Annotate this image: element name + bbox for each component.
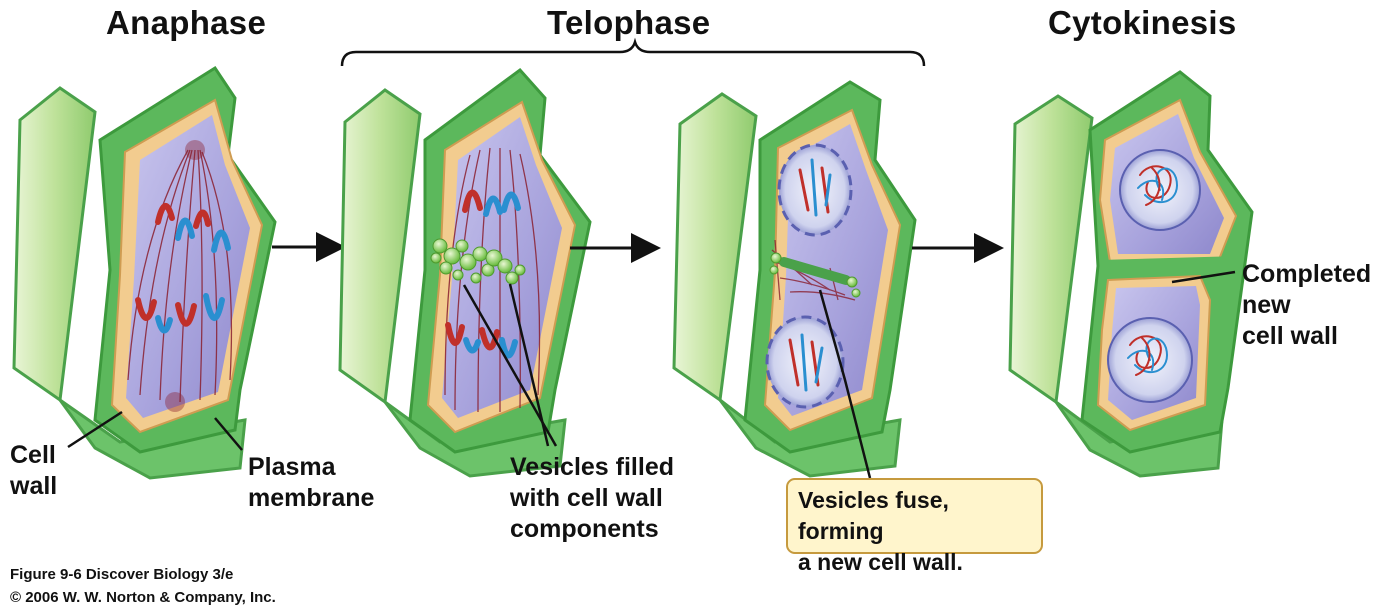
telophase-late-cell: [672, 80, 917, 478]
anaphase-spindle-fibers: [127, 149, 233, 403]
anaphase-cell: [12, 65, 277, 480]
anaphase-wall-side: [12, 86, 97, 403]
telophase-late-fusing-vesicles: [769, 252, 861, 298]
callout-leader: [818, 289, 872, 479]
telophase-late-chromatin-top: [798, 158, 832, 217]
label-plasma-membrane: Plasma membrane: [248, 453, 375, 512]
telophase-late-chromatin-bottom: [788, 333, 824, 392]
telophase-bracket: [340, 37, 926, 67]
heading-anaphase: Anaphase: [106, 4, 267, 41]
telophase-early-cell: [338, 67, 592, 478]
heading-telophase: Telophase: [547, 4, 711, 41]
label-completed-new-cell-wall: Completed new cell wall: [1242, 260, 1372, 350]
plasma-membrane-leader: [214, 417, 243, 451]
cytokinesis-chromatin-bottom: [1127, 335, 1169, 376]
telophase-late-cell-plate: [779, 257, 851, 285]
label-cell-wall: Cell wall: [10, 441, 58, 500]
telophase-late-wall-side: [672, 92, 758, 403]
telophase-early-wall-side: [338, 88, 422, 405]
label-vesicles: Vesicles filled with cell wall component…: [510, 453, 674, 543]
telophase-early-chromosomes: [445, 189, 521, 359]
figure-caption: Figure 9-6 Discover Biology 3/e: [10, 566, 234, 583]
cytokinesis-chromatin-top: [1137, 165, 1179, 206]
callout-vesicles-fuse: Vesicles fuse, forming a new cell wall.: [786, 478, 1043, 575]
anaphase-chromosomes: [135, 203, 231, 334]
cytokinesis-new-wall: [1099, 256, 1241, 272]
anaphase-cytoplasm: [126, 115, 250, 418]
cytokinesis-wall-side: [1008, 94, 1094, 405]
heading-cytokinesis: Cytokinesis: [1048, 4, 1237, 41]
cell-wall-leader: [67, 410, 123, 449]
anaphase-pole-bottom: [165, 392, 185, 412]
telophase-early-vesicles: [430, 238, 526, 285]
cytokinesis-cells: [1008, 70, 1254, 478]
vesicles-leader-2: [508, 283, 550, 447]
anaphase-pole-top: [185, 140, 205, 160]
completed-wall-leader: [1171, 270, 1236, 284]
copyright-notice: © 2006 W. W. Norton & Company, Inc.: [10, 589, 276, 606]
